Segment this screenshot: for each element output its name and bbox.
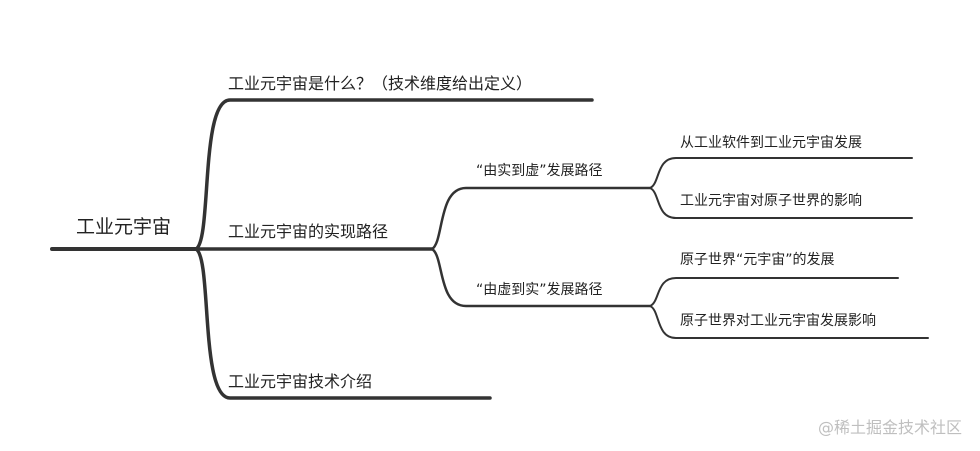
watermark: @稀土掘金技术社区: [817, 418, 962, 437]
leaf-connector-atom-metaverse: [649, 277, 899, 307]
sub-branch-virtual-to-real: “由虚到实”发展路径: [476, 282, 603, 298]
branch-definition: 工业元宇宙是什么？（技术维度给出定义）: [228, 74, 533, 93]
leaf-atom-world-impact: 原子世界对工业元宇宙发展影响: [680, 313, 876, 329]
branch-implementation-path: 工业元宇宙的实现路径: [228, 222, 389, 241]
leaf-software-to-metaverse: 从工业软件到工业元宇宙发展: [680, 135, 862, 151]
branch-connector-tech: [194, 247, 492, 400]
leaf-connector-atom-to-industrial: [649, 305, 929, 339]
sub-branch-real-to-virtual: “由实到虚”发展路径: [476, 163, 603, 179]
leaf-atom-world-metaverse: 原子世界“元宇宙”的发展: [680, 252, 835, 268]
leaf-connector-atom-impact: [649, 187, 913, 219]
sub-connector-virtual-to-real: [430, 247, 652, 308]
sub-connector-real-to-virtual: [430, 186, 652, 251]
leaf-metaverse-impact-on-atoms: 工业元宇宙对原子世界的影响: [680, 193, 862, 209]
leaf-connector-software: [649, 157, 913, 189]
branch-technology-intro: 工业元宇宙技术介绍: [228, 372, 373, 391]
root-node: 工业元宇宙: [76, 216, 172, 238]
branch-connector-definition: [194, 98, 594, 251]
